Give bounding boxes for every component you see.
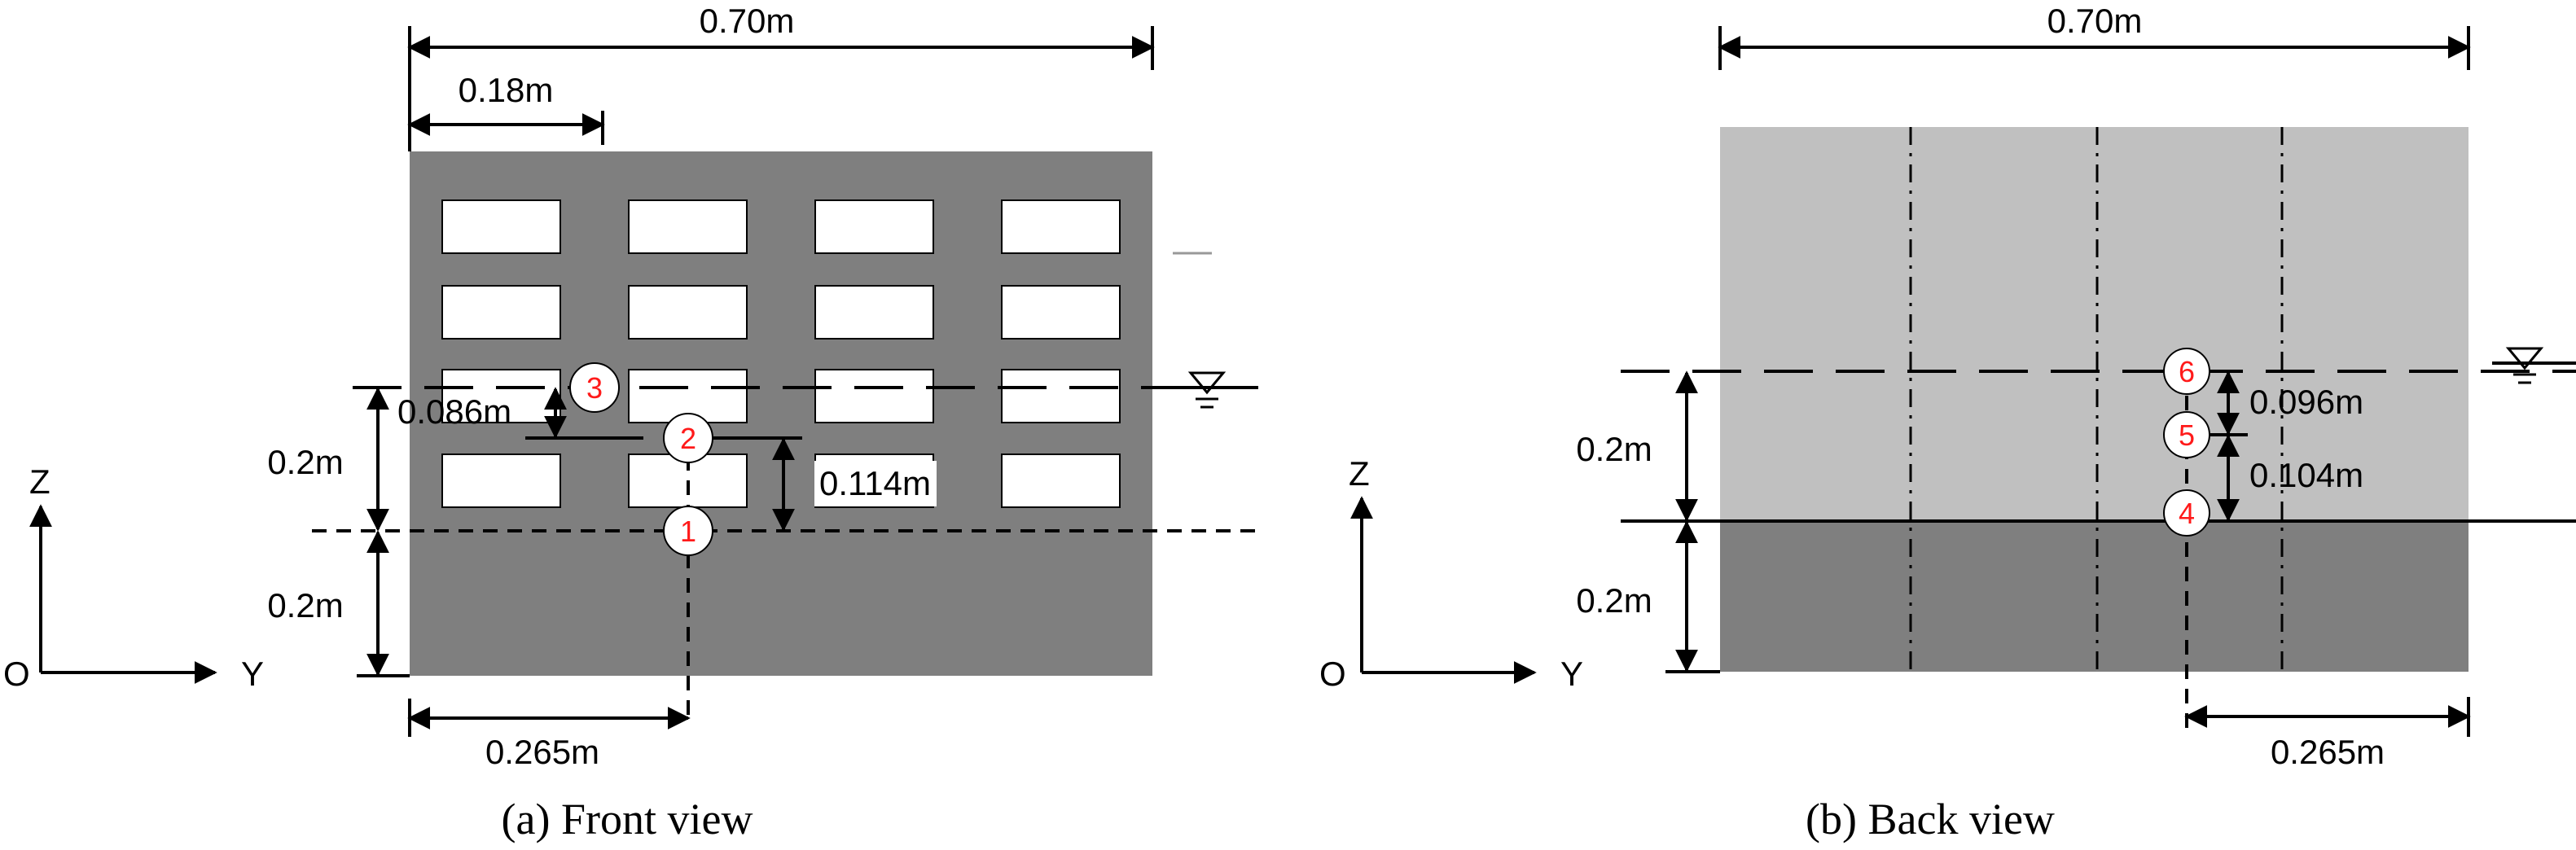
water-level-icon: [2492, 347, 2576, 384]
dim-label-upper: 0.2m: [267, 443, 343, 481]
back-panel-lower: [1720, 521, 2468, 672]
label-backing: [814, 461, 937, 506]
window: [814, 199, 934, 254]
measurement-point-6: 6: [2163, 348, 2210, 395]
measurement-point-5: 5: [2163, 411, 2210, 458]
window: [628, 285, 748, 340]
y-axis-label: Y: [241, 655, 264, 693]
dim-label-p3: 0.086m: [397, 392, 511, 431]
window: [1001, 369, 1121, 423]
window: [1001, 199, 1121, 254]
origin-label: O: [3, 655, 30, 693]
caption-front: (a) Front view: [502, 795, 753, 843]
window: [814, 369, 934, 423]
dim-label-p2: 0.114m: [819, 464, 931, 502]
y-axis-label: Y: [1560, 655, 1583, 693]
caption-back: (b) Back view: [1806, 795, 2055, 843]
measurement-point-4: 4: [2163, 489, 2210, 537]
window: [441, 369, 561, 423]
measurement-point-1: 1: [663, 506, 713, 556]
back-view: 0.70m 0.2m 0.2m 0.096m 0.104m 4: [1576, 2, 2576, 843]
measurement-point-2: 2: [663, 413, 713, 463]
svg-text:3: 3: [586, 371, 603, 405]
window: [1001, 453, 1121, 508]
window: [1001, 285, 1121, 340]
dim-label-width: 0.70m: [2047, 2, 2143, 40]
water-level-icon: [1179, 371, 1258, 409]
dim-label-offset: 0.265m: [2271, 733, 2385, 771]
back-panel-upper: [1720, 127, 2468, 521]
window: [628, 199, 748, 254]
dim-label-window: 0.18m: [459, 71, 554, 109]
axes-front: Z Y O: [3, 462, 264, 693]
svg-text:1: 1: [680, 515, 696, 548]
svg-text:2: 2: [680, 422, 696, 455]
svg-text:6: 6: [2179, 355, 2195, 388]
axes-back: Z Y O: [1319, 454, 1583, 693]
z-axis-label: Z: [1349, 454, 1370, 493]
dim-label-p5: 0.104m: [2249, 456, 2363, 494]
dim-label-upper: 0.2m: [1576, 430, 1652, 468]
window: [441, 199, 561, 254]
dim-label-p6: 0.096m: [2249, 383, 2363, 421]
z-axis-label: Z: [29, 462, 50, 501]
measurement-point-3: 3: [569, 362, 620, 413]
window: [441, 285, 561, 340]
window: [441, 453, 561, 508]
svg-text:4: 4: [2179, 497, 2195, 530]
front-view: 0.70m 0.18m 0.2m 0.2m 0.086m 0.114m: [267, 2, 1258, 843]
svg-text:5: 5: [2179, 418, 2195, 452]
dim-label-lower: 0.2m: [267, 586, 343, 624]
dim-label-width: 0.70m: [700, 2, 795, 40]
front-windows: [441, 199, 1121, 508]
dim-label-lower: 0.2m: [1576, 581, 1652, 620]
origin-label: O: [1319, 655, 1346, 693]
dim-label-offset: 0.265m: [485, 733, 599, 771]
window: [814, 285, 934, 340]
